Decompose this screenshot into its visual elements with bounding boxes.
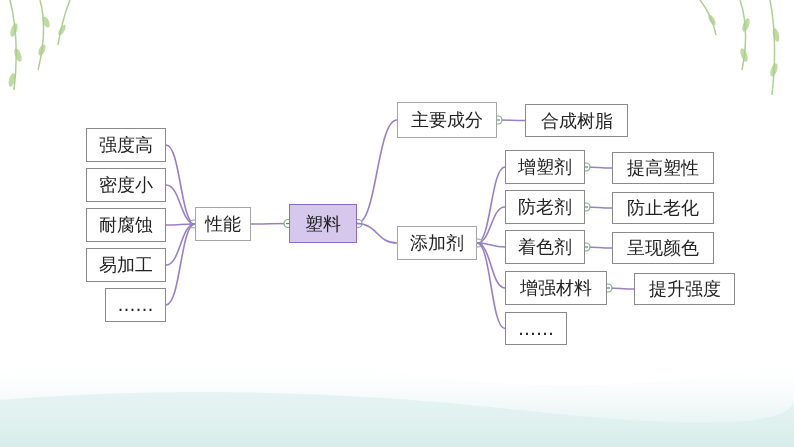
- node-label: 易加工: [99, 254, 153, 276]
- node-label: 主要成分: [411, 109, 483, 131]
- node-label: 添加剂: [410, 232, 464, 254]
- branch-connector: [357, 224, 397, 244]
- branch-connector: [477, 243, 505, 329]
- node-label: 防止老化: [627, 197, 699, 219]
- branch-connector: [166, 224, 195, 305]
- branch-connector: [357, 120, 397, 224]
- leaf-box: 防止老化: [612, 192, 714, 224]
- branch-connector: [166, 185, 195, 224]
- node-label: 密度小: [99, 174, 153, 196]
- central-topic: 塑料: [289, 204, 357, 243]
- sub-box: 防老剂: [505, 190, 585, 224]
- branch-box: 性能: [195, 207, 251, 241]
- node-label: 呈现颜色: [627, 237, 699, 259]
- branch-connector: [166, 145, 195, 224]
- node-label: ……: [118, 294, 154, 316]
- leaf-box: 合成树脂: [525, 104, 628, 137]
- leaf-box: 提升强度: [634, 273, 735, 305]
- branch-connector: [477, 207, 505, 243]
- branch-connector: [251, 223, 289, 225]
- sub-box: 增强材料: [505, 271, 607, 305]
- node-label: 防老剂: [518, 196, 572, 218]
- leaf-box: ……: [505, 312, 567, 345]
- sub-box: 着色剂: [505, 230, 585, 264]
- node-label: 着色剂: [518, 236, 572, 258]
- node-label: 合成树脂: [541, 110, 613, 132]
- node-label: 提高塑性: [627, 157, 699, 179]
- branch-connector: [477, 167, 505, 243]
- node-label: 增强材料: [520, 277, 592, 299]
- sub-box: 增塑剂: [505, 150, 585, 184]
- leaf-box: ……: [105, 288, 166, 322]
- node-label: 塑料: [305, 213, 341, 235]
- node-label: 提升强度: [649, 278, 721, 300]
- leaf-box: 耐腐蚀: [86, 208, 166, 242]
- branch-box: 主要成分: [397, 102, 497, 138]
- node-label: 增塑剂: [518, 156, 572, 178]
- leaf-box: 密度小: [86, 168, 166, 202]
- leaf-box: 强度高: [86, 128, 166, 162]
- leaf-box: 提高塑性: [612, 152, 714, 184]
- leaf-box: 易加工: [86, 248, 166, 282]
- branch-box: 添加剂: [397, 226, 477, 260]
- leaf-box: 呈现颜色: [612, 232, 714, 264]
- node-label: ……: [518, 318, 554, 340]
- node-label: 耐腐蚀: [99, 214, 153, 236]
- branch-connector: [166, 224, 195, 265]
- node-label: 性能: [205, 213, 241, 235]
- node-label: 强度高: [99, 134, 153, 156]
